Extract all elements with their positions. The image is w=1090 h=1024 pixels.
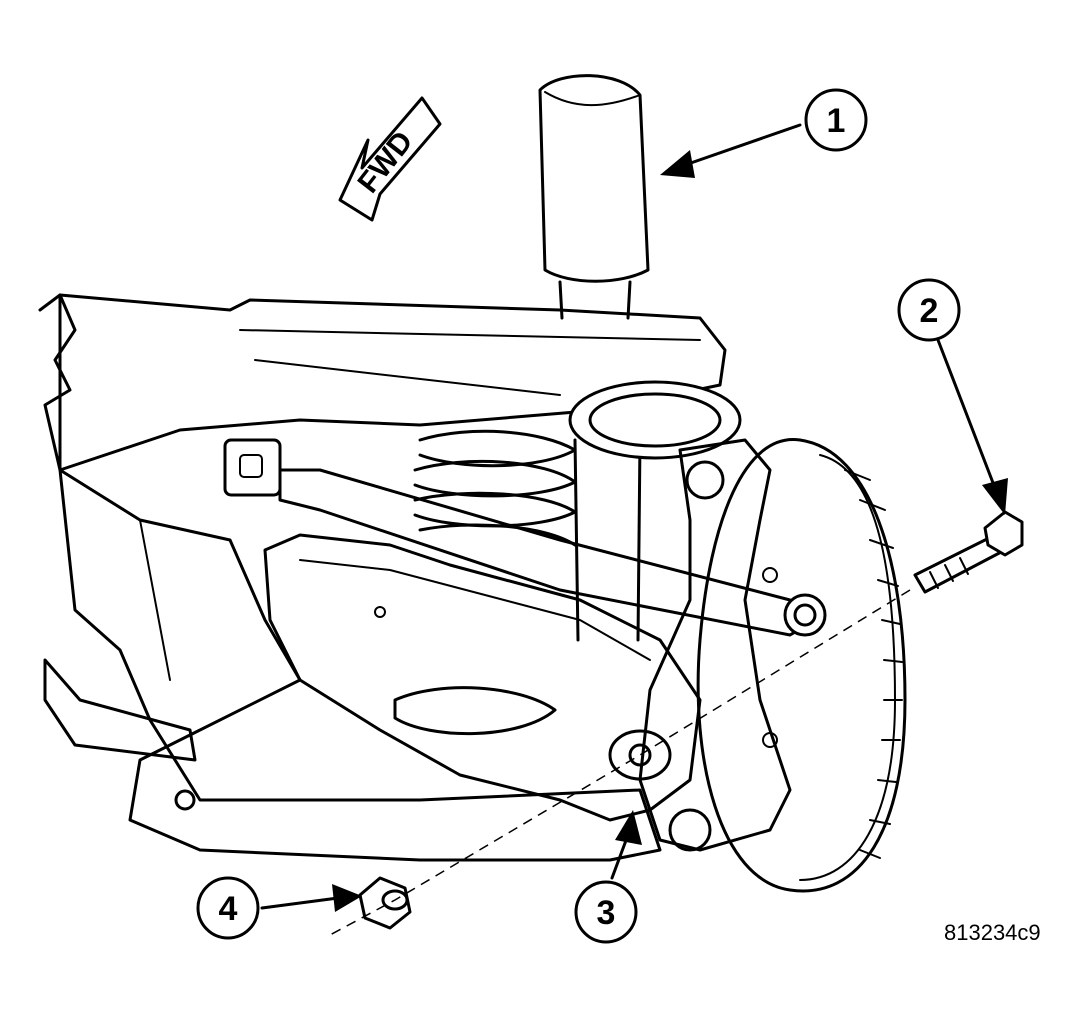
callout-1-number: 1 bbox=[827, 102, 846, 140]
forward-arrow-icon: FWD bbox=[338, 96, 442, 222]
callout-3: 3 bbox=[574, 880, 638, 944]
shock-absorber bbox=[538, 74, 650, 642]
nut bbox=[358, 876, 412, 930]
lower-control-arm bbox=[263, 533, 702, 822]
brake-rotor bbox=[696, 438, 907, 893]
figure-id: 813234c9 bbox=[944, 920, 1041, 945]
knuckle bbox=[638, 438, 792, 852]
upper-crossmember bbox=[38, 293, 727, 472]
coil-spring bbox=[393, 429, 577, 736]
callout-2: 2 bbox=[897, 278, 961, 342]
callout-3-number: 3 bbox=[597, 894, 616, 932]
rear-crossmember bbox=[43, 438, 662, 862]
callout-4-number: 4 bbox=[219, 890, 238, 928]
bolt-alignment-line bbox=[329, 589, 911, 936]
leader-lines bbox=[260, 123, 1008, 912]
upper-lateral-link bbox=[278, 468, 827, 637]
callout-4: 4 bbox=[196, 876, 260, 940]
callout-1: 1 bbox=[804, 88, 868, 152]
callout-2-number: 2 bbox=[920, 292, 939, 330]
bolt bbox=[913, 510, 1024, 594]
